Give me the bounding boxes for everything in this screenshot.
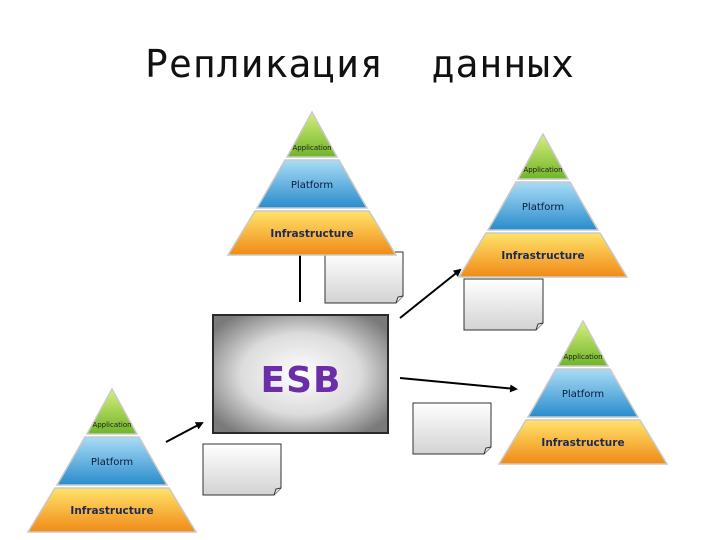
arrow-right [399,377,518,393]
label-application: Application [292,144,331,152]
pyramid-tier-infrastructure [457,232,629,278]
label-platform: Platform [91,457,133,468]
pyramid-tier-infrastructure [226,210,398,256]
pyramid-tier-platform [255,159,369,209]
message-note [412,402,492,455]
pyramid-tier-application [556,319,610,367]
pyramid: Application Platform Infrastructure [26,387,198,533]
pyramid-tier-application [516,132,570,180]
label-infrastructure: Infrastructure [70,505,153,517]
pyramid: Application Platform Infrastructure [497,319,669,465]
pyramid-tier-platform [526,368,640,418]
label-application: Application [523,166,562,174]
esb-label: ESB [261,360,342,401]
pyramid-tier-application [85,387,139,435]
label-platform: Platform [291,180,333,191]
pyramid-tier-application [285,110,339,158]
pyramid: Application Platform Infrastructure [457,132,629,278]
label-platform: Platform [562,389,604,400]
message-note [463,278,544,331]
pyramid-tier-infrastructure [26,487,198,533]
label-infrastructure: Infrastructure [270,228,353,240]
label-application: Application [563,353,602,361]
arrow-into-esb [165,422,204,443]
pyramid-tier-platform [486,181,600,231]
esb-box: ESB [212,314,389,434]
pyramid-tier-infrastructure [497,419,669,465]
label-platform: Platform [522,202,564,213]
label-infrastructure: Infrastructure [541,437,624,449]
page-title: Репликация данных [145,42,575,86]
label-application: Application [92,421,131,429]
pyramid-tier-platform [55,436,169,486]
message-note [324,251,404,304]
arrows [165,246,518,443]
label-infrastructure: Infrastructure [501,250,584,262]
arrow-upper-right [399,268,462,319]
message-note [202,443,282,496]
pyramid: Application Platform Infrastructure [226,110,398,256]
